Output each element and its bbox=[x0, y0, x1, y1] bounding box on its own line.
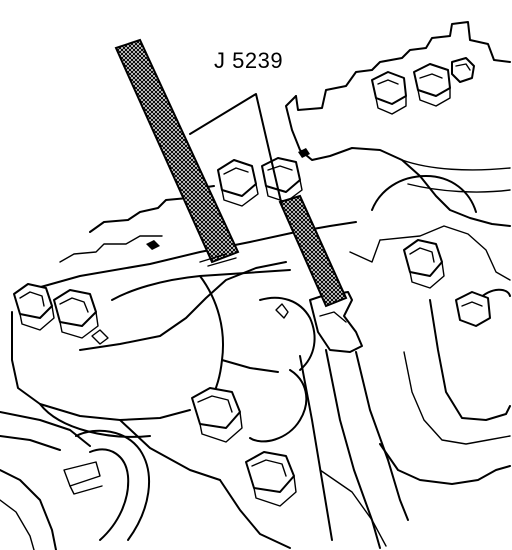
bolt-icon bbox=[451, 57, 475, 83]
bolt-icon bbox=[403, 239, 445, 289]
bolt-icon bbox=[455, 291, 491, 327]
tool-bar-left bbox=[114, 38, 240, 264]
bolt-icon bbox=[413, 63, 451, 107]
tool-bar-right bbox=[278, 194, 348, 308]
right-bolt-group bbox=[403, 239, 491, 327]
connecting-arm bbox=[299, 291, 409, 549]
bolt-icon bbox=[53, 289, 99, 339]
bolt-icon bbox=[261, 157, 303, 203]
upper-right-bolt-group bbox=[371, 57, 475, 115]
tool-j5239 bbox=[114, 38, 348, 308]
lower-bolt-group bbox=[191, 387, 297, 507]
center-bolt-group bbox=[217, 157, 303, 207]
engine-block-outline bbox=[285, 21, 511, 547]
bolt-icon bbox=[217, 159, 259, 207]
bolt-icon bbox=[371, 71, 407, 115]
bolt-icon bbox=[245, 451, 297, 507]
bolt-icon bbox=[191, 387, 243, 443]
alignment-marks bbox=[146, 148, 310, 250]
crankshaft-journal bbox=[0, 411, 151, 550]
tool-callout-label: J 5239 bbox=[214, 48, 283, 73]
bolt-icon bbox=[13, 283, 55, 331]
left-bolt-group bbox=[13, 283, 99, 339]
